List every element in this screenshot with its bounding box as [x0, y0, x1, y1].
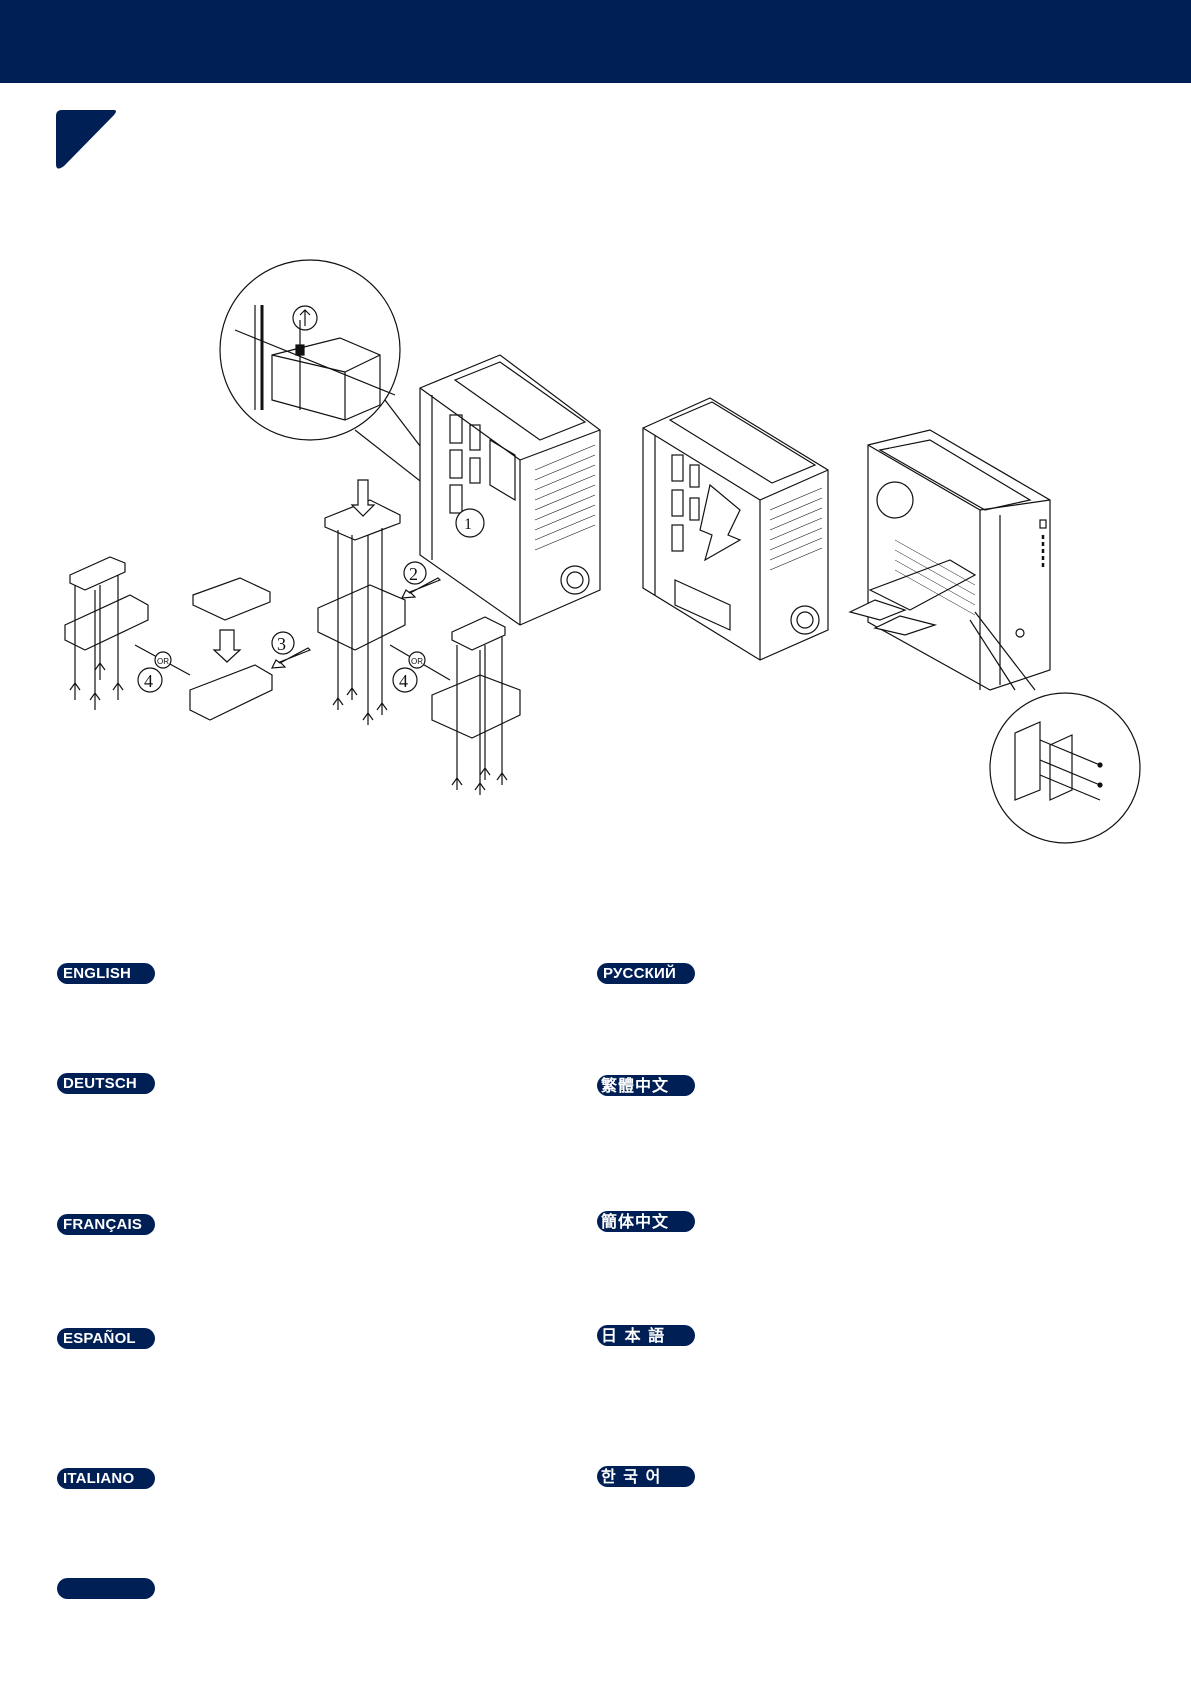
option-indicator-right: OR 4 [389, 644, 451, 693]
case-side-open-view [848, 429, 1051, 691]
svg-text:OR: OR [157, 657, 169, 666]
step-3-arrow: 3 [270, 631, 312, 669]
svg-text:OR: OR [411, 657, 423, 666]
lang-badge-traditional-chinese: 繁體中文 [597, 1075, 695, 1096]
lang-badge-simplified-chinese: 簡体中文 [597, 1211, 695, 1232]
lang-badge-korean: 한 국 어 [597, 1466, 695, 1487]
lang-badge-espanol: ESPAÑOL [57, 1328, 155, 1349]
detail-zoom-circle-bracket [989, 692, 1141, 844]
svg-text:1: 1 [464, 516, 472, 533]
lang-badge-russian: РУССКИЙ [597, 963, 695, 984]
lang-badge-francais: FRANÇAIS [57, 1214, 155, 1235]
svg-text:4: 4 [399, 671, 408, 691]
ssd-tray-assembly [64, 556, 149, 710]
hdd-cage-assembly [317, 479, 406, 725]
lang-badge-japanese: 日 本 語 [597, 1325, 695, 1346]
option-indicator-left: OR 4 [134, 644, 191, 693]
lang-badge-english: ENGLISH [57, 963, 155, 984]
case-rear-view-1: 1 [419, 354, 601, 626]
step-2-arrow: 2 [400, 561, 442, 599]
ssd-cage-assembly [431, 616, 521, 795]
hdd-installation-diagram: 1 [64, 259, 1141, 844]
case-rear-view-2 [642, 397, 829, 661]
header-bar [0, 0, 1191, 83]
detail-zoom-circle-screw [219, 259, 471, 521]
corner-triangle-icon [56, 110, 116, 169]
svg-text:3: 3 [277, 634, 286, 654]
lang-badge-deutsch: DEUTSCH [57, 1073, 155, 1094]
svg-text:2: 2 [409, 564, 418, 584]
hdd-tray-assembly [189, 577, 273, 721]
lang-badge-empty [57, 1578, 155, 1599]
svg-text:4: 4 [144, 671, 153, 691]
lang-badge-italiano: ITALIANO [57, 1468, 155, 1489]
